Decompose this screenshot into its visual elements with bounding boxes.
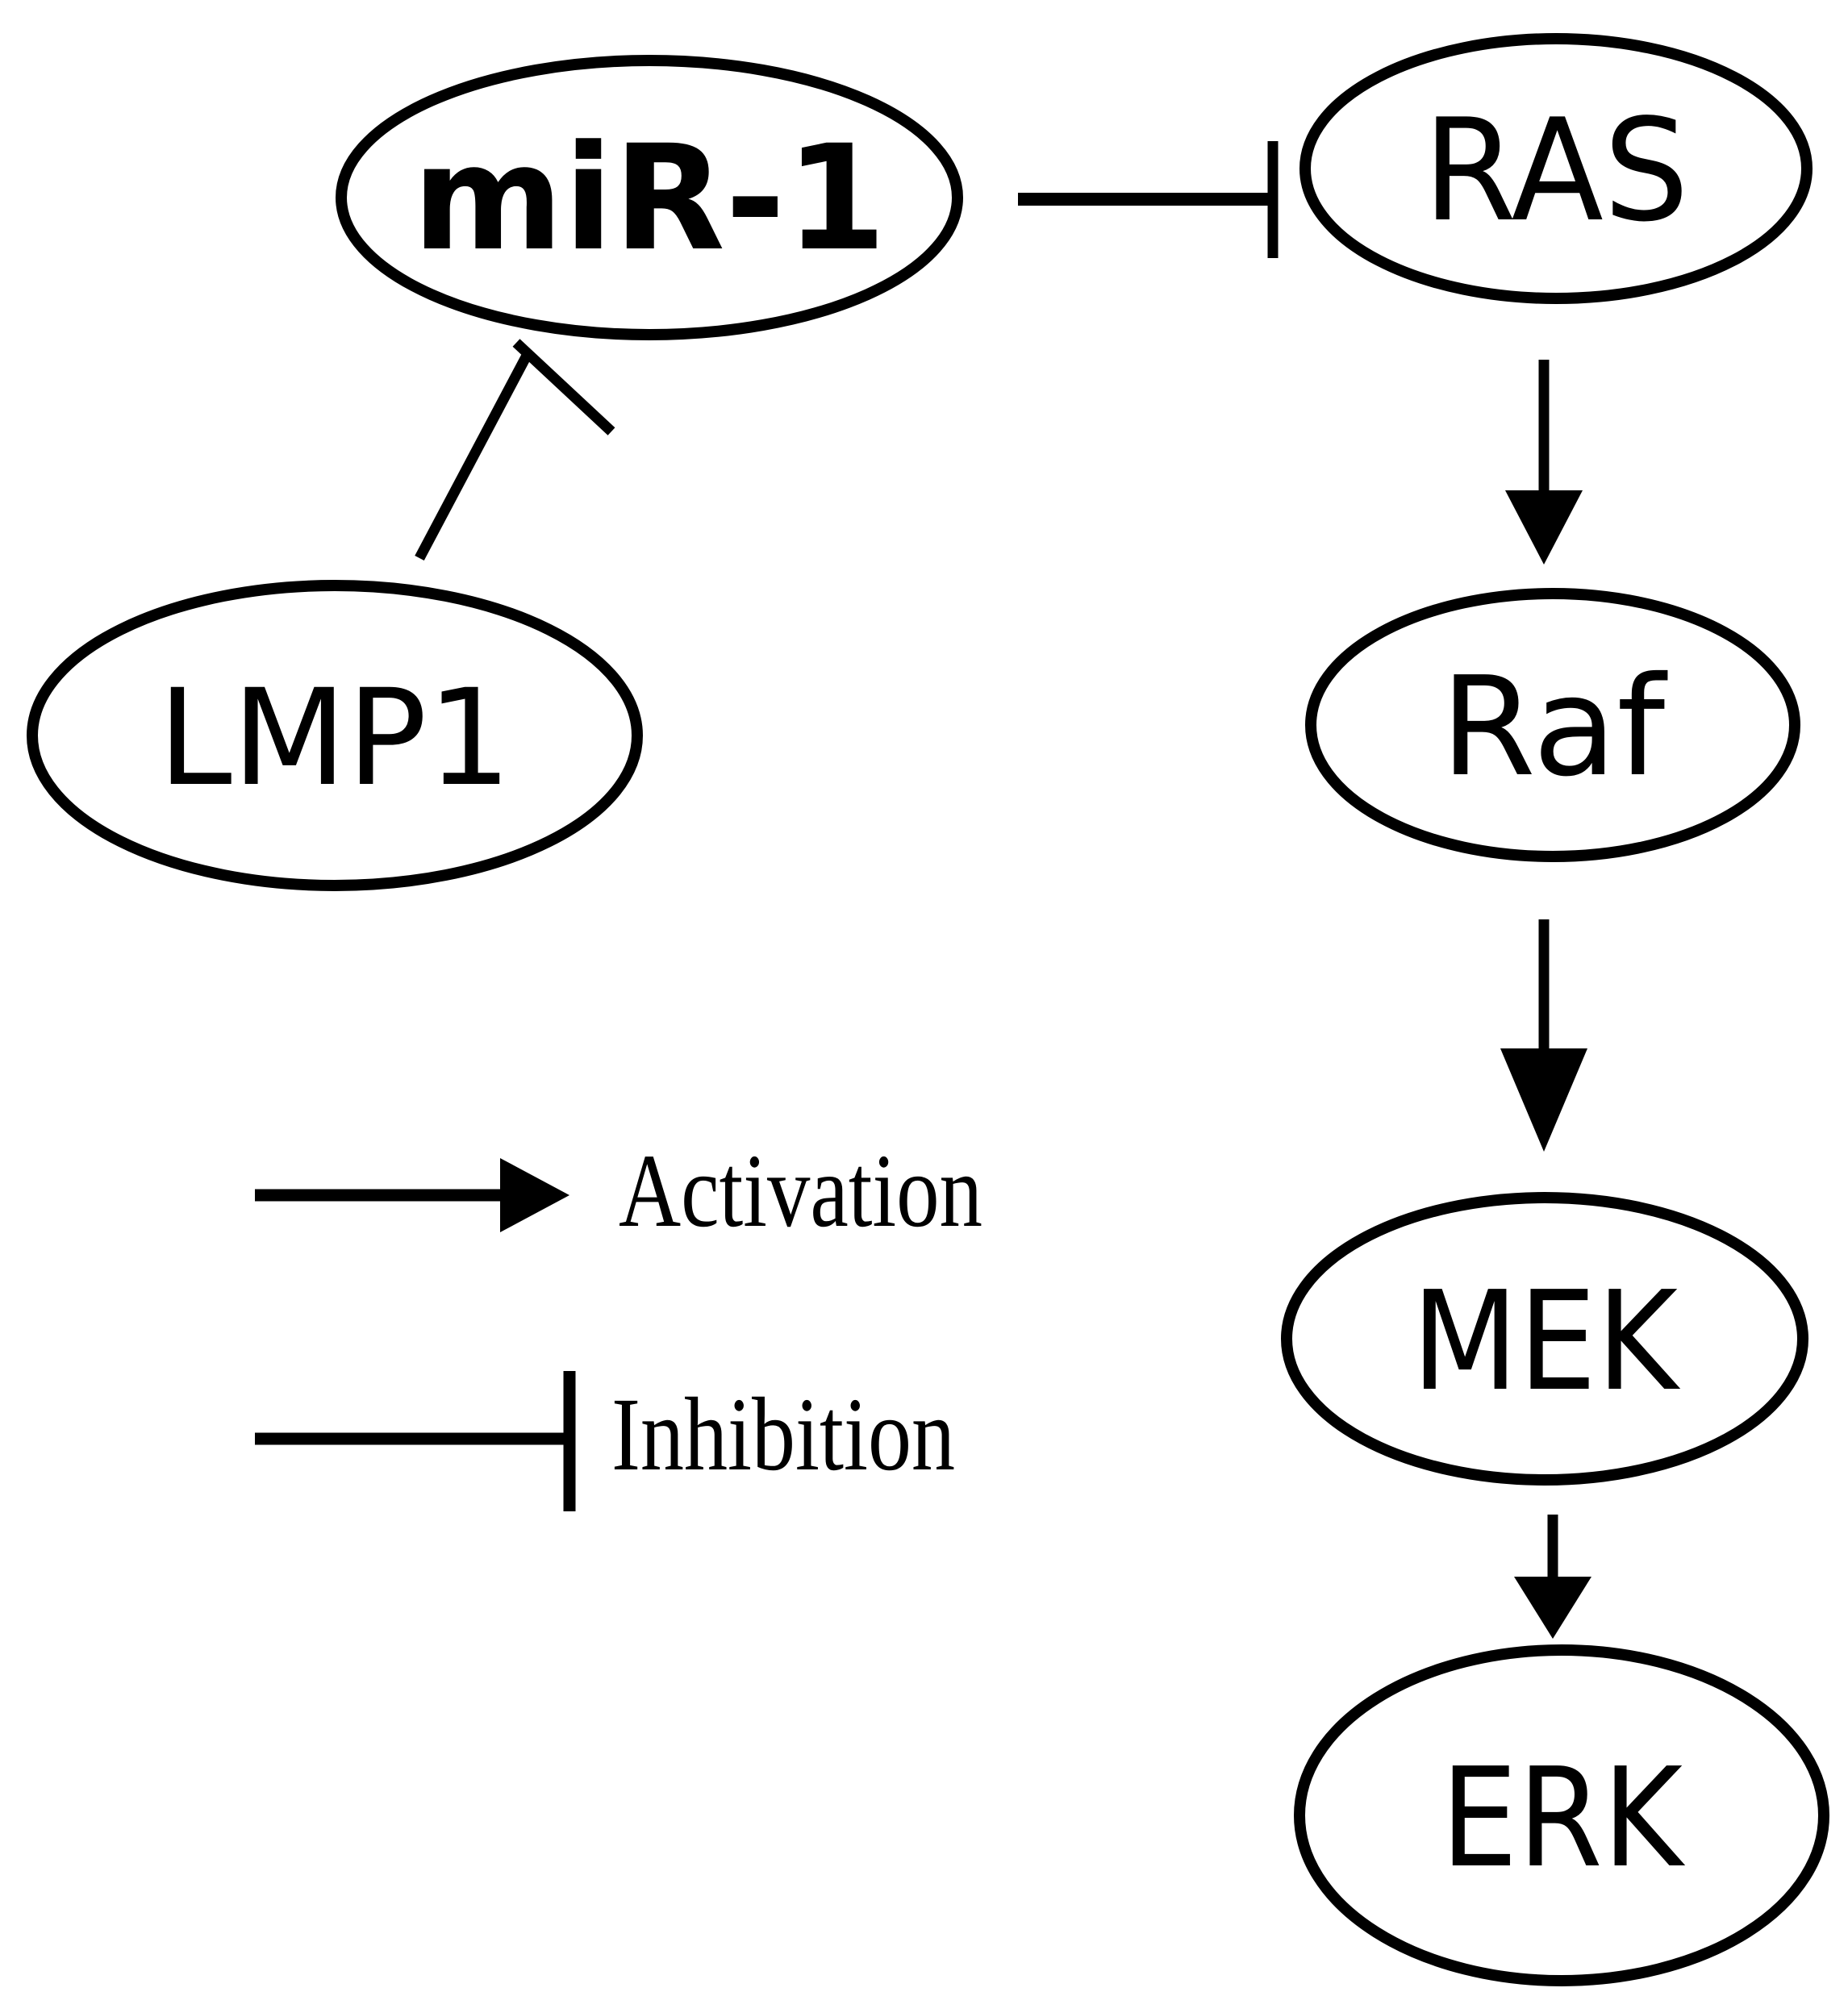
edge-lmp1-mir1-line [415, 349, 533, 561]
edge-mek-erk-arrowhead-icon [1514, 1577, 1591, 1639]
legend-activation-label: Activation [619, 1133, 982, 1249]
node-ras-label: RAS [1423, 90, 1689, 253]
edge-lmp1-inhibits-mir1 [415, 339, 615, 561]
node-mek-ellipse [1281, 1192, 1808, 1486]
node-erk-ellipse [1294, 1644, 1829, 1986]
node-raf-label: Raf [1441, 648, 1669, 807]
edge-mek-activates-erk [1514, 1515, 1591, 1639]
node-mek-label: MEK [1412, 1262, 1681, 1422]
node-erk-label: ERK [1441, 1739, 1686, 1898]
node-lmp1-ellipse [27, 580, 643, 891]
edge-raf-mek-arrowhead-icon [1500, 1048, 1587, 1152]
legend-activation-arrowhead-icon [500, 1158, 569, 1232]
edge-ras-raf-arrowhead-icon [1505, 490, 1583, 565]
edge-raf-activates-mek [1500, 919, 1587, 1152]
node-mir1-label: miR-1 [412, 115, 886, 283]
edge-ras-activates-raf [1505, 360, 1583, 565]
node-lmp1-label: LMP1 [158, 661, 512, 815]
legend-activation-row: Activation [255, 1133, 982, 1249]
legend: Activation Inhibition [255, 1133, 982, 1511]
edge-mir1-inhibits-ras [1018, 141, 1279, 258]
legend-inhibition-row: Inhibition [255, 1371, 955, 1511]
node-raf-ellipse [1305, 588, 1800, 862]
edge-lmp1-mir1-tbar-icon [512, 339, 615, 435]
legend-inhibition-label: Inhibition [611, 1377, 955, 1493]
node-mir1-ellipse [336, 55, 963, 340]
node-ras-ellipse [1299, 33, 1813, 304]
